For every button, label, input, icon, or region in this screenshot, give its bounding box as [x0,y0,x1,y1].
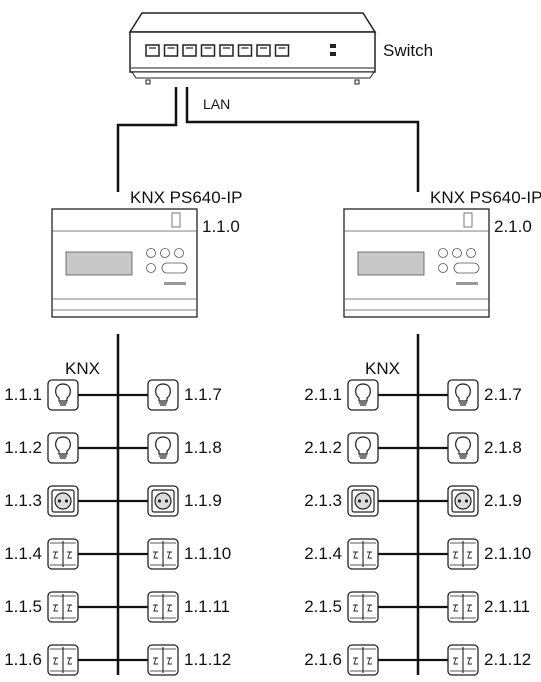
device-button [174,248,184,258]
switch-top [128,12,377,33]
switch-foot [354,79,360,85]
socket-icon [147,485,179,517]
device-ok-button [161,262,188,274]
switch-label: Switch [383,41,434,60]
device-address-label: 1.1.2 [4,438,42,457]
device-address-label: 1.1.0 [202,217,240,236]
device-connector [171,212,181,228]
device-address-label: 2.1.2 [304,438,342,457]
socket-icon [47,485,79,517]
lamp-icon [47,379,79,411]
pushbutton-icon [347,591,379,623]
switch-foot [145,79,151,85]
device-address-label: 2.1.8 [484,438,522,457]
pushbutton-icon [447,591,479,623]
device-address-label: 2.1.11 [484,597,531,616]
device-address-label: 1.1.11 [184,597,231,616]
device-address-label: 2.1.1 [304,385,342,404]
device-address-label: 2.1.0 [494,217,532,236]
network-switch [128,12,377,85]
ethernet-port [237,44,253,57]
knx-bus-label: KNX [365,359,400,378]
socket-icon [447,485,479,517]
knx-line-1 [47,208,198,676]
knx-bus-label: KNX [65,359,100,378]
ethernet-port [274,44,290,57]
switch-bottom [131,71,375,79]
device-address-label: 1.1.6 [4,650,42,669]
device-button [160,248,170,258]
lamp-icon [47,432,79,464]
status-led [330,52,336,56]
device-button [452,248,462,258]
device-button [438,263,448,273]
lamp-icon [447,379,479,411]
lamp-icon [147,432,179,464]
lan-cables [116,87,420,192]
device-address-label: 2.1.12 [484,650,532,669]
device-address-label: 1.1.1 [4,385,42,404]
lamp-icon [347,432,379,464]
lan-cable-left [116,87,178,192]
pushbutton-icon [47,644,79,676]
ethernet-port [219,44,234,57]
status-led [330,44,336,48]
device-address-label: 1.1.4 [4,544,42,563]
ip-interface-device [51,208,198,318]
device-address-label: 2.1.7 [484,385,522,404]
device-address-label: 1.1.8 [184,438,222,457]
device-ok-button [453,262,480,274]
pushbutton-icon [147,591,179,623]
ip-interface-device [343,208,490,318]
device-address-label: 1.1.12 [184,650,232,669]
device-button [438,248,448,258]
device-name-label: KNX PS640-IP [430,188,541,207]
device-model-text [164,282,186,285]
pushbutton-icon [47,538,79,570]
device-display [357,251,425,276]
device-button [146,248,156,258]
ethernet-port [182,44,197,57]
lamp-icon [147,379,179,411]
device-address-label: 2.1.4 [304,544,342,563]
knx-line-2 [343,208,490,676]
ethernet-port [145,44,160,57]
device-display [65,251,133,276]
device-address-label: 1.1.9 [184,491,222,510]
pushbutton-icon [147,538,179,570]
pushbutton-icon [447,644,479,676]
device-address-label: 2.1.6 [304,650,342,669]
lan-label: LAN [203,96,231,112]
device-model-text [456,282,478,285]
pushbutton-icon [147,644,179,676]
device-address-label: 2.1.5 [304,597,342,616]
device-address-label: 1.1.5 [4,597,42,616]
device-address-label: 1.1.3 [4,491,42,510]
lamp-icon [347,379,379,411]
device-address-label: 1.1.10 [184,544,232,563]
pushbutton-icon [47,591,79,623]
ethernet-port [200,44,216,57]
ethernet-port [163,44,179,57]
device-name-label: KNX PS640-IP [130,188,243,207]
lamp-icon [447,432,479,464]
device-button [146,263,156,273]
device-button [466,248,476,258]
device-address-label: 2.1.10 [484,544,532,563]
ethernet-port [256,44,271,57]
device-connector [463,212,473,228]
lan-cable-right [185,87,420,192]
device-address-label: 2.1.3 [304,491,342,510]
pushbutton-icon [347,538,379,570]
pushbutton-icon [347,644,379,676]
device-address-label: 2.1.9 [484,491,522,510]
device-address-label: 1.1.7 [184,385,222,404]
pushbutton-icon [447,538,479,570]
socket-icon [347,485,379,517]
